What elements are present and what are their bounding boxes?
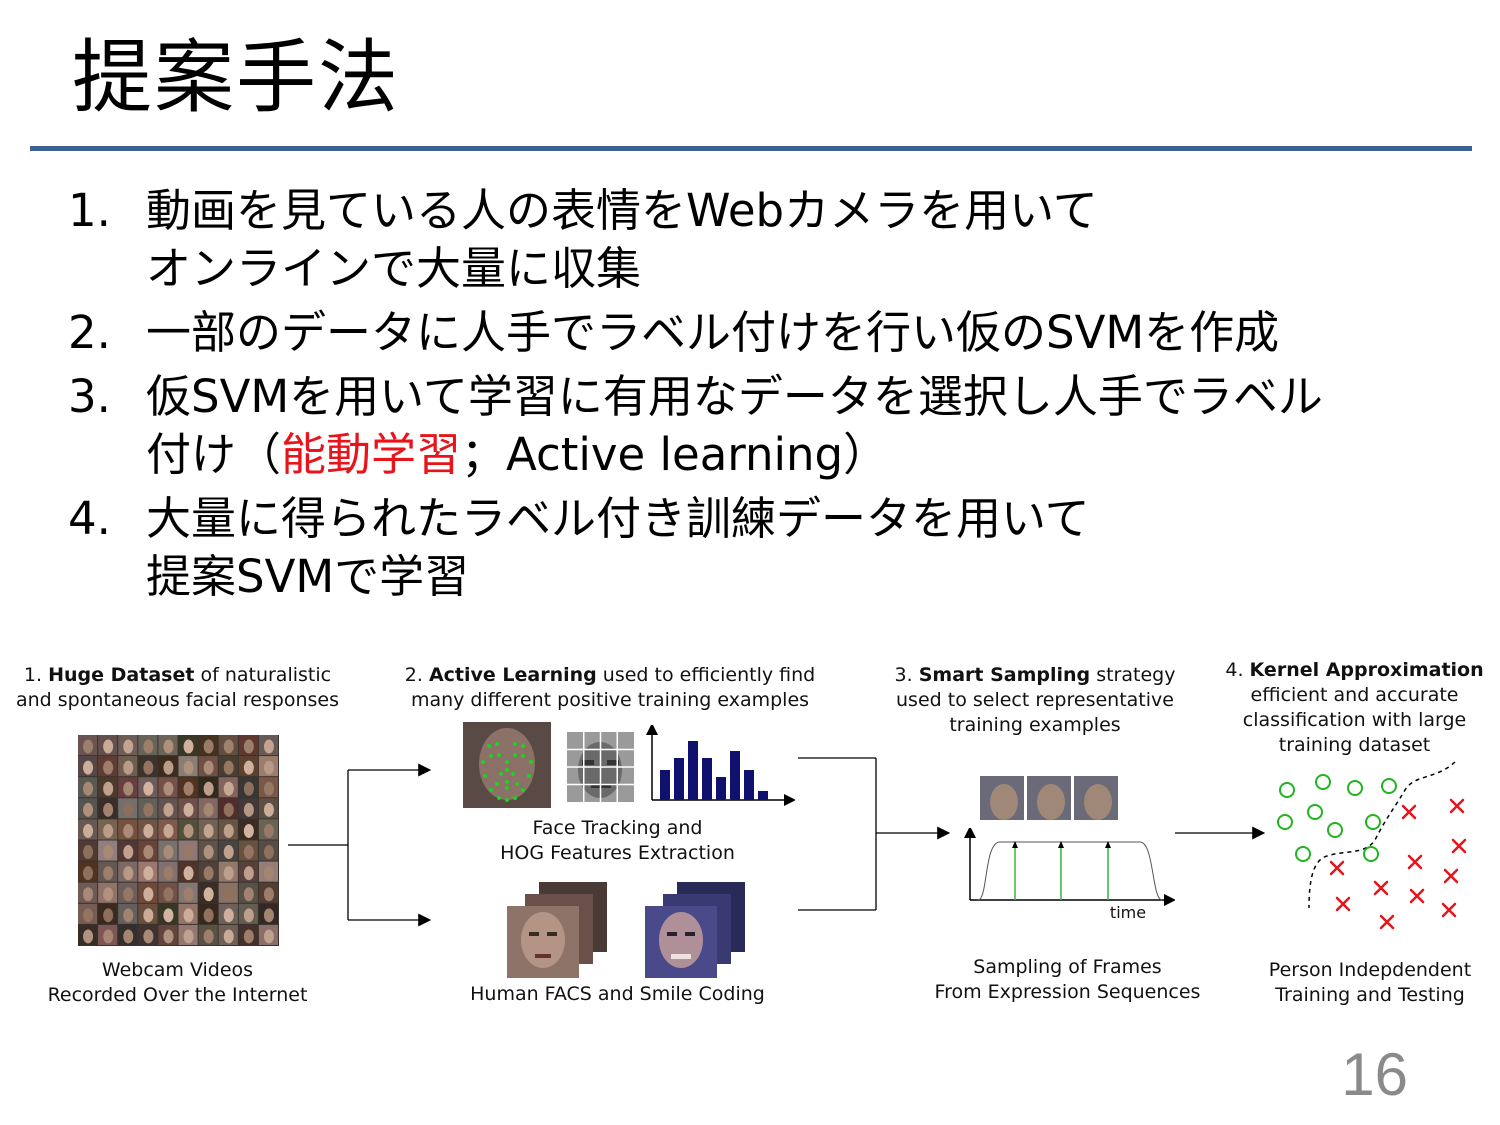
- list-item: 4. 大量に得られたラベル付き訓練データを用いて 提案SVMで学習: [68, 490, 1488, 606]
- stage1-caption: Webcam Videos Recorded Over the Internet: [0, 958, 355, 1008]
- list-number: 3.: [68, 370, 111, 423]
- webcam-video-mosaic: [78, 735, 279, 946]
- caption-text: Person Indepdendent: [1268, 959, 1472, 981]
- stage-bold-label: Huge Dataset: [48, 664, 195, 686]
- list-item: 2. 一部のデータに人手でラベル付けを行い仮のSVMを作成: [68, 304, 1488, 362]
- list-line: 仮SVMを用いて学習に有用なデータを選択し人手でラベル: [146, 370, 1323, 423]
- list-line: 大量に得られたラベル付き訓練データを用いて: [146, 492, 1090, 545]
- time-axis-label: time: [1109, 903, 1147, 922]
- caption-text: HOG Features Extraction: [500, 842, 735, 864]
- line-text: ；Active learning）: [461, 428, 889, 481]
- sampling-timeline-plot: [964, 828, 1175, 906]
- list-line: 付け（能動学習；Active learning）: [146, 426, 1488, 484]
- stage-text: training dataset: [1278, 734, 1431, 756]
- list-number: 2.: [68, 306, 111, 359]
- stage4-heading: 4. Kernel Approximation efficient and ac…: [1212, 658, 1497, 758]
- active-learning-highlight: 能動学習: [281, 428, 462, 481]
- stage-bold-label: Smart Sampling: [918, 664, 1091, 686]
- caption-text: Training and Testing: [1275, 984, 1465, 1006]
- list-line: 一部のデータに人手でラベル付けを行い仮のSVMを作成: [146, 306, 1280, 359]
- page-number: 16: [1341, 1041, 1408, 1108]
- pipeline-connector-arrows: [288, 757, 1266, 927]
- stage2-bottom-caption: Human FACS and Smile Coding: [440, 982, 795, 1007]
- list-line: オンラインで大量に収集: [146, 242, 642, 295]
- list-line: 動画を見ている人の表情をWebカメラを用いて: [146, 184, 1098, 237]
- facs-coding-face-stack-1: [507, 882, 607, 978]
- stage2-top-caption: Face Tracking and HOG Features Extractio…: [440, 816, 795, 866]
- stage-text: training examples: [949, 714, 1121, 736]
- caption-text: From Expression Sequences: [934, 981, 1201, 1003]
- facs-coding-face-stack-2: [645, 882, 745, 978]
- stage-text: efficient and accurate: [1250, 684, 1459, 706]
- stage-bold-label: Kernel Approximation: [1249, 659, 1484, 681]
- caption-text: Human FACS and Smile Coding: [470, 983, 765, 1005]
- stage-text: and spontaneous facial responses: [15, 689, 340, 711]
- slide-title: 提案手法: [72, 31, 400, 124]
- stage4-caption: Person Indepdendent Training and Testing: [1240, 958, 1500, 1008]
- stage-text: used to efficiently find: [596, 664, 816, 686]
- stage-bold-label: Active Learning: [428, 664, 597, 686]
- list-line: 提案SVMで学習: [146, 550, 470, 603]
- stage-text: of naturalistic: [194, 664, 332, 686]
- list-number: 4.: [68, 492, 111, 545]
- stage-text: many different positive training example…: [410, 689, 810, 711]
- title-divider: [30, 146, 1472, 151]
- hog-grid-image: [567, 732, 634, 802]
- stage1-heading: 1. Huge Dataset of naturalistic and spon…: [0, 663, 355, 713]
- caption-text: Recorded Over the Internet: [47, 984, 308, 1006]
- stage-number: 3.: [894, 664, 913, 686]
- stage-number: 4.: [1225, 659, 1244, 681]
- stage3-heading: 3. Smart Sampling strategy used to selec…: [880, 663, 1190, 738]
- hog-histogram-image: [646, 725, 795, 806]
- stage-text: used to select representative: [896, 689, 1174, 711]
- stage3-caption: Sampling of Frames From Expression Seque…: [920, 955, 1215, 1005]
- line-text: 付け（: [146, 428, 282, 481]
- stage2-heading: 2. Active Learning used to efficiently f…: [370, 663, 850, 713]
- stage-text: strategy: [1090, 664, 1176, 686]
- list-item: 3. 仮SVMを用いて学習に有用なデータを選択し人手でラベル 付け（能動学習；A…: [68, 368, 1488, 484]
- sampled-frames-image: [980, 776, 1118, 820]
- method-steps-list: 1. 動画を見ている人の表情をWebカメラを用いて オンラインで大量に収集 2.…: [68, 182, 1488, 612]
- face-tracking-image: [463, 722, 551, 808]
- caption-text: Sampling of Frames: [973, 956, 1162, 978]
- kernel-classification-plot: [1277, 761, 1467, 930]
- list-number: 1.: [68, 184, 111, 237]
- caption-text: Face Tracking and: [532, 817, 703, 839]
- stage-number: 2.: [404, 664, 423, 686]
- list-item: 1. 動画を見ている人の表情をWebカメラを用いて オンラインで大量に収集: [68, 182, 1488, 298]
- caption-text: Webcam Videos: [101, 959, 254, 981]
- stage-number: 1.: [23, 664, 43, 686]
- stage-text: classification with large: [1242, 709, 1467, 731]
- face-mosaic-image: [78, 735, 278, 945]
